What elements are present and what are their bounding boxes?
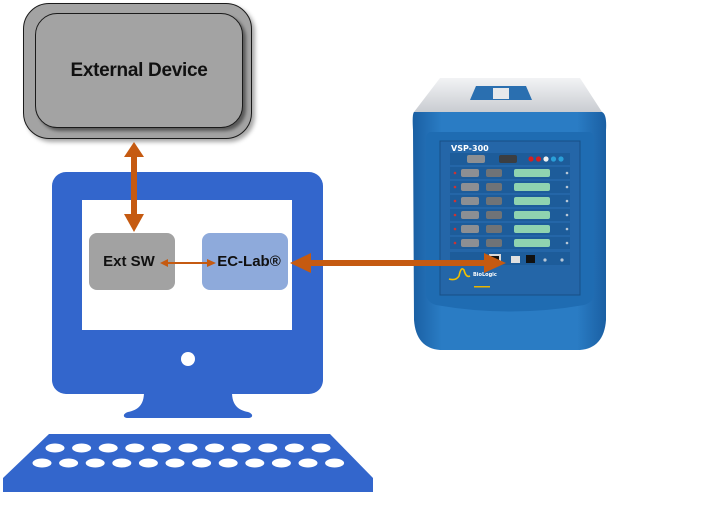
monitor-power-dot: [181, 352, 195, 366]
channel-led: [453, 171, 457, 175]
db25-connector: [514, 211, 550, 219]
keyboard-key: [125, 443, 145, 453]
db9-connector: [486, 169, 502, 177]
keyboard-key: [178, 443, 198, 453]
keyboard-key: [72, 443, 92, 453]
channel-led: [453, 213, 457, 217]
aux-port: [526, 255, 535, 263]
instrument-channels: [450, 153, 570, 249]
arrow-ec-lab-instrument: [290, 253, 506, 273]
banana-jack: [550, 156, 557, 162]
ec-lab-box: EC-Lab®: [202, 233, 288, 290]
keyboard-key: [192, 458, 212, 468]
banana-jack: [528, 156, 534, 162]
keyboard-key: [138, 458, 158, 468]
db9-connector: [499, 155, 517, 163]
panel-screw: [565, 241, 569, 245]
panel-screw: [560, 258, 564, 262]
banana-jack: [558, 156, 564, 162]
keyboard-key: [45, 443, 65, 453]
keyboard-key: [325, 458, 345, 468]
banana-jack: [543, 156, 549, 162]
keyboard-key: [231, 443, 251, 453]
ext-sw-box: Ext SW: [89, 233, 175, 290]
external-device-label: External Device: [70, 59, 208, 81]
db25-connector: [514, 239, 550, 247]
panel-screw: [565, 227, 569, 231]
keyboard-keys: [32, 443, 345, 468]
usb-port: [511, 256, 520, 263]
banana-jack: [535, 156, 542, 162]
panel-screw: [565, 171, 569, 175]
keyboard-key: [85, 458, 105, 468]
channel-led: [453, 241, 457, 245]
keyboard-key: [245, 458, 265, 468]
keyboard-key: [258, 443, 278, 453]
keyboard-key: [218, 458, 238, 468]
biologic-url: [474, 286, 490, 288]
keyboard-key: [284, 443, 304, 453]
db25-connector: [514, 183, 550, 191]
channel-led: [453, 185, 457, 189]
db9-connector: [461, 225, 479, 233]
panel-screw: [565, 213, 569, 217]
ec-lab-label: EC-Lab®: [217, 253, 281, 270]
db9-connector: [461, 183, 479, 191]
db9-connector: [486, 239, 502, 247]
channel-led: [453, 199, 457, 203]
keyboard-key: [271, 458, 291, 468]
db9-connector: [486, 197, 502, 205]
biologic-logo-wave-icon: [448, 268, 471, 281]
arrow-ext-sw-ec-lab: [160, 259, 216, 267]
db25-connector: [514, 225, 550, 233]
db25-connector: [514, 169, 550, 177]
keyboard-key: [32, 458, 52, 468]
panel-screw: [543, 258, 547, 262]
db9-connector: [461, 211, 479, 219]
keyboard-key: [311, 443, 331, 453]
panel-screw: [565, 199, 569, 203]
db9-connector: [486, 183, 502, 191]
keyboard-key: [151, 443, 171, 453]
instrument-handle-grip: [493, 88, 509, 99]
keyboard-key: [165, 458, 185, 468]
db9-connector: [486, 211, 502, 219]
db9-connector: [461, 239, 479, 247]
db25-connector: [514, 197, 550, 205]
monitor-stand: [123, 392, 253, 418]
ext-sw-label: Ext SW: [103, 253, 155, 270]
channel-led: [453, 227, 457, 231]
keyboard-key: [298, 458, 318, 468]
instrument-model-label: VSP-300: [451, 144, 489, 153]
db9-connector: [486, 225, 502, 233]
keyboard: [3, 434, 373, 492]
panel-screw: [565, 185, 569, 189]
external-device-box: External Device: [35, 13, 243, 128]
keyboard-key: [205, 443, 225, 453]
keyboard-key: [112, 458, 132, 468]
keyboard-key: [59, 458, 79, 468]
db9-connector: [467, 155, 485, 163]
db9-connector: [461, 197, 479, 205]
db9-connector: [461, 169, 479, 177]
keyboard-key: [98, 443, 118, 453]
arrow-external-device-ext-sw: [124, 142, 144, 232]
biologic-brand-label: BioLogic: [473, 272, 497, 278]
